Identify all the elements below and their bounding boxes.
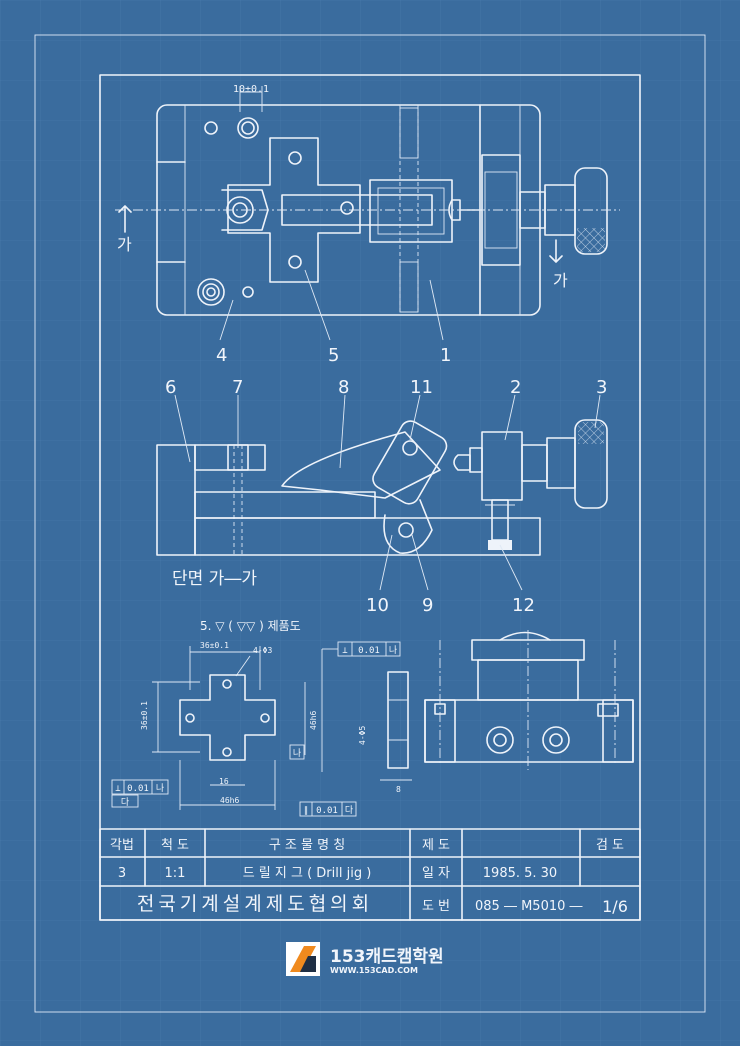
tb-date: 1985. 5. 30	[483, 866, 557, 881]
callout-11: 11	[410, 377, 433, 398]
callout-3: 3	[596, 377, 607, 398]
front-view	[424, 630, 634, 770]
tb-header-scale: 척 도	[161, 838, 189, 853]
callout-10: 10	[366, 595, 389, 616]
section-knob	[574, 419, 608, 509]
clamp-lever	[281, 431, 441, 499]
svg-text:∥: ∥	[304, 806, 309, 816]
callout-12: 12	[512, 595, 535, 616]
svg-text:가: 가	[117, 235, 132, 254]
svg-text:0.01: 0.01	[358, 646, 380, 656]
cross-plate	[227, 137, 361, 283]
callout-5: 5	[328, 345, 339, 366]
part-drawing-title: 5. ▽ ( ▽▽ ) 제품도	[200, 619, 301, 633]
callout-1: 1	[440, 345, 451, 366]
tb-sheet: 1/6	[602, 897, 628, 916]
tb-header-check: 검 도	[596, 838, 624, 853]
tb-item: 3	[118, 866, 126, 881]
svg-text:나: 나	[293, 748, 301, 759]
hole-icon	[204, 121, 218, 135]
title-block: 각법 척 도 구 조 물 명 칭 제 도 검 도 3 1:1 드 릴 지 그 (…	[99, 828, 641, 921]
part-drawing: 5. ▽ ( ▽▽ ) 제품도 36±0.1 4-Φ3 ⊥ 0.01 나 36±…	[111, 619, 412, 817]
logo-url: WWW.153CAD.COM	[330, 966, 418, 975]
svg-text:0.01: 0.01	[127, 784, 149, 794]
svg-text:나: 나	[389, 645, 397, 656]
svg-text:46h6: 46h6	[220, 796, 239, 805]
svg-text:16: 16	[219, 777, 229, 786]
logo: 153캐드캠학원 WWW.153CAD.COM	[286, 942, 444, 976]
tb-drawing-no: 085 ― M5010 ―	[475, 899, 583, 914]
callout-6: 6	[165, 377, 176, 398]
callout-9: 9	[422, 595, 433, 616]
svg-text:8: 8	[396, 785, 401, 794]
section-arrow-right-icon	[549, 239, 563, 263]
svg-text:⊥: ⊥	[342, 646, 348, 656]
tb-header-item: 각법	[110, 838, 134, 853]
section-base	[194, 517, 541, 556]
logo-name: 153캐드캠학원	[330, 947, 444, 967]
section-arrow-left-icon	[118, 205, 132, 233]
tb-org: 전국기계설계제도협의회	[137, 893, 373, 915]
part-side-view	[387, 671, 409, 769]
svg-text:36±0.1: 36±0.1	[140, 701, 149, 730]
svg-text:⊥: ⊥	[115, 784, 121, 794]
svg-text:0.01: 0.01	[316, 806, 338, 816]
svg-text:4-Φ3: 4-Φ3	[253, 646, 272, 655]
callout-8: 8	[338, 377, 349, 398]
knob	[574, 167, 608, 255]
tb-date-label: 일 자	[422, 866, 450, 881]
section-title: 단면 가―가	[172, 569, 257, 589]
svg-text:나: 나	[156, 783, 164, 794]
section-view: 6 7 8 11 2 3 10 9 12 단면 가―가	[156, 377, 608, 616]
svg-text:4-Φ5: 4-Φ5	[358, 726, 367, 745]
svg-text:다: 다	[345, 805, 354, 816]
svg-text:36±0.1: 36±0.1	[200, 641, 229, 650]
callout-4: 4	[216, 345, 227, 366]
outer-border	[34, 34, 706, 1013]
svg-text:다: 다	[121, 797, 130, 808]
tb-header-drawn: 제 도	[422, 838, 450, 853]
callout-2: 2	[510, 377, 521, 398]
svg-text:46h6: 46h6	[309, 711, 318, 730]
tb-drawing-no-label: 도 번	[422, 899, 450, 914]
top-view: 10±0.1 가 가 4 5 1	[115, 84, 620, 366]
dim-top-label: 10±0.1	[233, 84, 269, 95]
svg-text:가: 가	[553, 271, 568, 290]
tb-header-name: 구 조 물 명 칭	[269, 838, 345, 853]
callout-7: 7	[232, 377, 243, 398]
tb-name: 드 릴 지 그 ( Drill jig )	[243, 866, 372, 881]
tb-scale: 1:1	[165, 866, 186, 881]
part-cross-outline	[179, 674, 276, 761]
